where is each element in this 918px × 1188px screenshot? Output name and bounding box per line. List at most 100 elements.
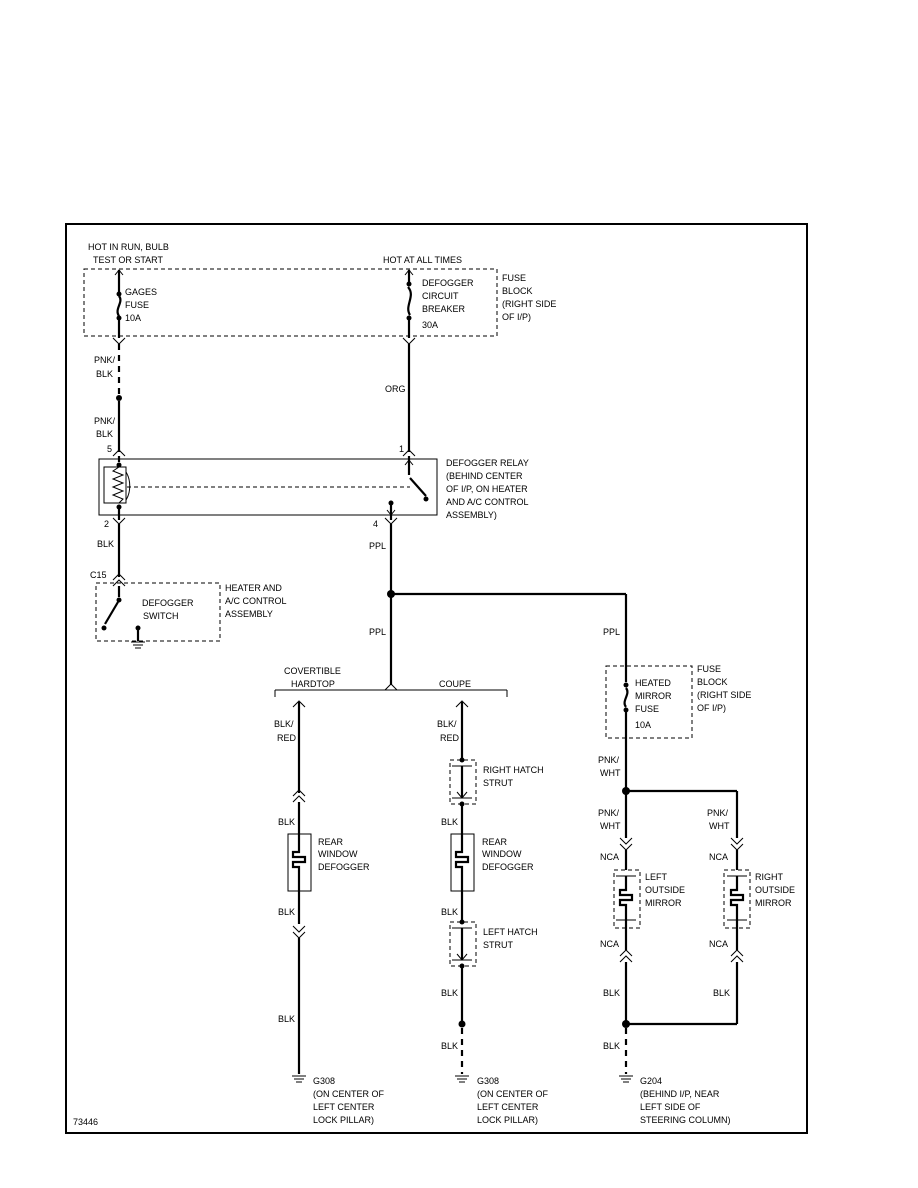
right-mirror-wire-a: PNK/	[707, 808, 729, 818]
mirror-wire-pnk-wht-a: PNK/	[598, 755, 620, 765]
right-nca-2: NCA	[709, 939, 728, 949]
left-mirror-wire-a: PNK/	[598, 808, 620, 818]
right-mirror-label-2: OUTSIDE	[755, 885, 795, 895]
relay-pin-4: 4	[373, 519, 378, 529]
right-nca-1: NCA	[709, 852, 728, 862]
conv-defogger-label-3: DEFOGGER	[318, 862, 370, 872]
right-mirror-wire-b: WHT	[709, 821, 730, 831]
conv-ground-1: G308	[313, 1076, 335, 1086]
left-mirror-label-3: MIRROR	[645, 898, 682, 908]
left-mirror-wire-b: WHT	[600, 821, 621, 831]
coupe-wire-blk-4: BLK	[441, 1041, 458, 1051]
mirror-fuse-label-3: FUSE	[635, 704, 659, 714]
convertible-heading-2: HARDTOP	[291, 679, 335, 689]
coupe-wire-blk-2: BLK	[441, 907, 458, 917]
convertible-branch: BLK/ RED BLK REAR WINDOW DEFOGGER BLK BL…	[274, 700, 385, 1125]
mirror-fuse-label-2: MIRROR	[635, 691, 672, 701]
gages-fuse-label-1: GAGES	[125, 287, 157, 297]
mirror-fuse-block-1: FUSE	[697, 664, 721, 674]
diagram-frame	[65, 223, 808, 1134]
coupe-ground-3: LEFT CENTER	[477, 1102, 539, 1112]
coupe-defogger-label-3: DEFOGGER	[482, 862, 534, 872]
wire-label-pnk-blk-2a: PNK/	[94, 416, 116, 426]
wire-label-pnk-blk-1b: BLK	[96, 369, 113, 379]
breaker-label-2: CIRCUIT	[422, 291, 459, 301]
left-strut-label-2: STRUT	[483, 940, 513, 950]
wire-label-blk-switch: BLK	[97, 539, 114, 549]
left-strut-label-1: LEFT HATCH	[483, 927, 538, 937]
wire-label-ppl-top: PPL	[369, 541, 386, 551]
right-mirror-label-3: MIRROR	[755, 898, 792, 908]
right-strut-label-2: STRUT	[483, 778, 513, 788]
right-mirror-label-1: RIGHT	[755, 872, 784, 882]
conv-ground-4: LOCK PILLAR)	[313, 1115, 374, 1125]
left-mirror-blk: BLK	[603, 988, 620, 998]
switch-label-1: DEFOGGER	[142, 598, 194, 608]
mirror-fuse-block-4: OF I/P)	[697, 703, 726, 713]
mirror-fuse-block-3: (RIGHT SIDE	[697, 690, 751, 700]
relay-label-5: ASSEMBLY)	[446, 510, 497, 520]
conv-wire-blk-2: BLK	[278, 907, 295, 917]
hot-in-run-label-2: TEST OR START	[93, 255, 164, 265]
relay-pin-5: 5	[107, 444, 112, 454]
wire-label-ppl-mid: PPL	[369, 627, 386, 637]
conv-ground-2: (ON CENTER OF	[313, 1089, 385, 1099]
relay-label-4: AND A/C CONTROL	[446, 497, 529, 507]
defogger-relay: 5 1 2 4 DEFOGGER RELAY (BEHIND CENTER OF…	[98, 444, 529, 529]
defogger-switch: DEFOGGER SWITCH HEATER AND A/C CONTROL A…	[95, 582, 287, 649]
switch-label-2: SWITCH	[143, 611, 179, 621]
left-mirror-label-1: LEFT	[645, 872, 668, 882]
conv-wire-blk-red-a: BLK/	[274, 719, 294, 729]
mirror-fuse-label-1: HEATED	[635, 678, 671, 688]
coupe-branch: BLK/ RED RIGHT HATCH STRUT BLK REAR WIND…	[437, 700, 549, 1125]
hot-in-run-label-1: HOT IN RUN, BULB	[88, 242, 169, 252]
coupe-defogger-label-1: REAR	[482, 837, 508, 847]
heater-assembly-label-3: ASSEMBLY	[225, 609, 273, 619]
breaker-label-3: BREAKER	[422, 304, 466, 314]
relay-pin-2: 2	[104, 519, 109, 529]
conv-wire-blk-1: BLK	[278, 817, 295, 827]
wire-label-pnk-blk-2b: BLK	[96, 429, 113, 439]
mirror-wire-pnk-wht-b: WHT	[600, 768, 621, 778]
conv-defogger-label-2: WINDOW	[318, 849, 358, 859]
heated-mirror-circuit: HEATED MIRROR FUSE 10A FUSE BLOCK (RIGHT…	[598, 664, 795, 1125]
heater-assembly-label-1: HEATER AND	[225, 583, 282, 593]
mirror-ground-1: G204	[640, 1076, 662, 1086]
relay-pin-1: 1	[399, 444, 404, 454]
breaker-label-4: 30A	[422, 320, 438, 330]
fuse-block-outline	[83, 268, 498, 337]
coupe-ground-1: G308	[477, 1076, 499, 1086]
relay-outline	[98, 458, 438, 516]
fuse-block-label-3: (RIGHT SIDE	[502, 299, 556, 309]
mirror-blk-bottom: BLK	[603, 1041, 620, 1051]
wire-label-ppl-right: PPL	[603, 627, 620, 637]
relay-label-1: DEFOGGER RELAY	[446, 458, 529, 468]
top-fuse-block: HOT IN RUN, BULB TEST OR START HOT AT AL…	[83, 242, 556, 338]
relay-label-3: OF I/P, ON HEATER	[446, 484, 528, 494]
conv-defogger-label-1: REAR	[318, 837, 344, 847]
gages-fuse-label-2: FUSE	[125, 300, 149, 310]
relay-label-2: (BEHIND CENTER	[446, 471, 523, 481]
conv-wire-blk-3: BLK	[278, 1014, 295, 1024]
left-nca-2: NCA	[600, 939, 619, 949]
switch-connector-c15: C15	[90, 570, 107, 580]
gages-fuse-label-3: 10A	[125, 313, 141, 323]
mirror-ground-2: (BEHIND I/P, NEAR	[640, 1089, 720, 1099]
mirror-fuse-label-4: 10A	[635, 720, 651, 730]
convertible-heading-1: COVERTIBLE	[284, 666, 341, 676]
left-mirror-label-2: OUTSIDE	[645, 885, 685, 895]
coupe-wire-blk-red-b: RED	[440, 733, 460, 743]
wire-label-pnk-blk-1a: PNK/	[94, 355, 116, 365]
coupe-wire-blk-1: BLK	[441, 817, 458, 827]
mirror-ground-3: LEFT SIDE OF	[640, 1102, 701, 1112]
wire-label-org: ORG	[385, 384, 406, 394]
coupe-heading: COUPE	[439, 679, 471, 689]
fuse-block-label-1: FUSE	[502, 273, 526, 283]
breaker-label-1: DEFOGGER	[422, 278, 474, 288]
mirror-ground-4: STEERING COLUMN)	[640, 1115, 731, 1125]
coupe-ground-2: (ON CENTER OF	[477, 1089, 549, 1099]
fuse-block-label-4: OF I/P)	[502, 312, 531, 322]
left-nca-1: NCA	[600, 852, 619, 862]
body-style-split: COVERTIBLE HARDTOP COUPE	[274, 666, 508, 697]
